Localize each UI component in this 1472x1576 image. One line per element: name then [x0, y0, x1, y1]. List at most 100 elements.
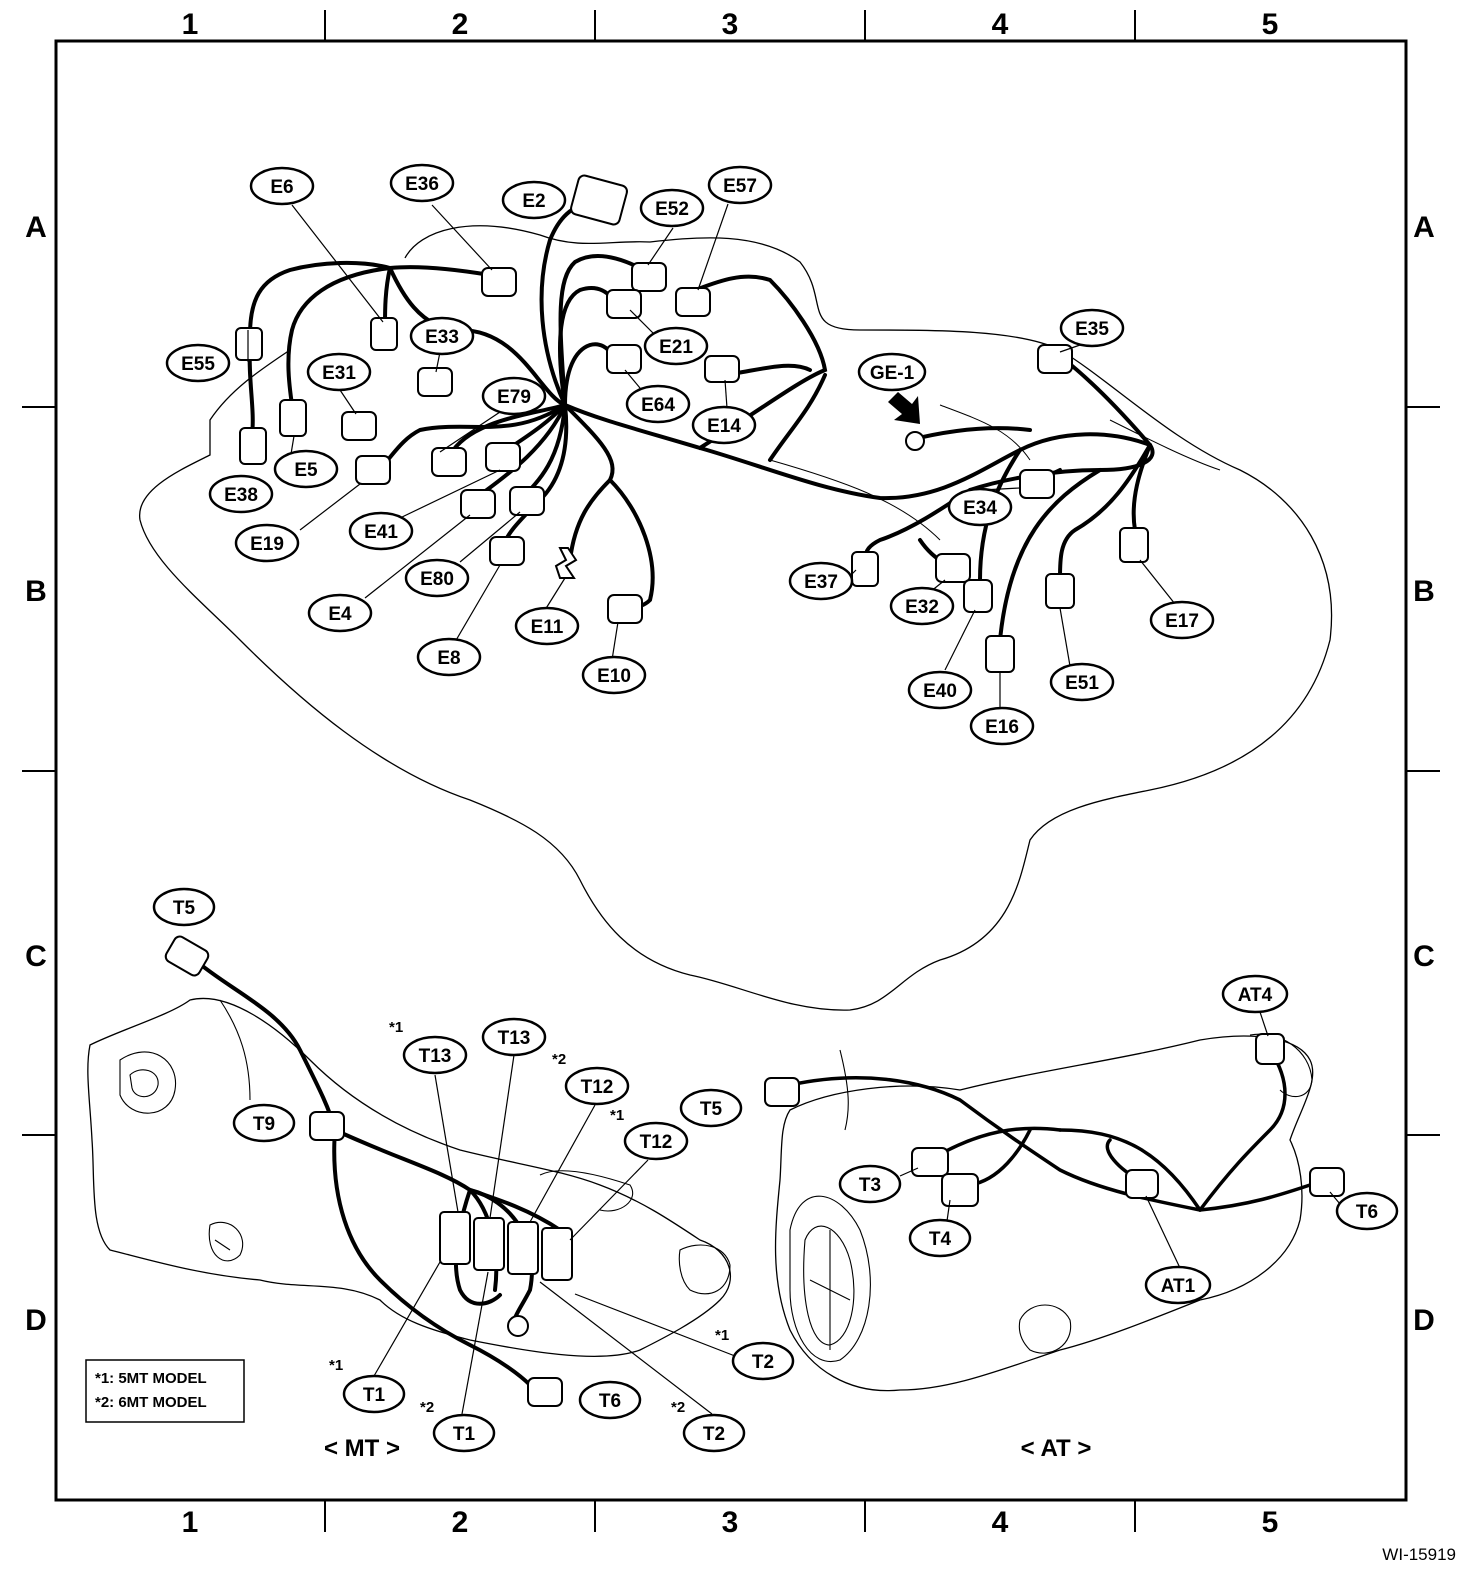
tag-e21-label: E21: [659, 337, 693, 358]
tag-e10-label: E10: [597, 666, 631, 687]
connector-e55-body: [235, 327, 263, 361]
connector-t6-at-body: [1309, 1167, 1345, 1197]
tag-e79-label: E79: [497, 387, 531, 408]
row-label-right: C: [1413, 940, 1435, 973]
connector-at1-body: [1125, 1169, 1159, 1199]
tag-t12-lower-label: T12: [640, 1132, 673, 1153]
tag-e36: E36: [389, 163, 455, 203]
tag-t1-left: T1: [342, 1374, 406, 1414]
engine-tags: E6 E36 E2 E52 E57 E55 E33 E31 E21 E79 E6…: [165, 163, 1215, 746]
at-details: [789, 1033, 1313, 1363]
tag-e51-label: E51: [1065, 673, 1099, 694]
col-label-top: 2: [452, 8, 469, 41]
connector-e10-body: [607, 594, 643, 624]
ge1-arrow: [888, 392, 920, 424]
note-t1-left: *1: [329, 1357, 343, 1374]
connector-e40-body: [963, 579, 993, 613]
tag-e14-label: E14: [707, 416, 741, 437]
tag-e19-label: E19: [250, 534, 284, 555]
tag-e38: E38: [208, 474, 274, 514]
tag-t1-lower-label: T1: [453, 1424, 476, 1445]
tag-t13-right: T13: [481, 1017, 547, 1057]
tag-e34: E34: [947, 487, 1013, 527]
tag-e40: E40: [907, 670, 973, 710]
connector-at4-body: [1255, 1033, 1285, 1065]
tag-e2-label: E2: [522, 191, 545, 212]
tag-e37: E37: [788, 561, 854, 601]
tag-t1-left-label: T1: [363, 1385, 386, 1406]
connector-block-2: [473, 1217, 505, 1271]
row-label-right: D: [1413, 1304, 1435, 1337]
col-label-bottom: 1: [182, 1506, 199, 1539]
tag-e40-label: E40: [923, 681, 957, 702]
tag-e52: E52: [639, 188, 705, 228]
connector-e64-body: [606, 344, 642, 374]
tag-e57-label: E57: [723, 176, 757, 197]
connector-e8-body: [489, 536, 525, 566]
note-t2-upper: *1: [715, 1327, 729, 1344]
tag-e36-label: E36: [405, 174, 439, 195]
tag-e80: E80: [404, 558, 470, 598]
connector-e80-body: [460, 489, 496, 519]
tag-e2: E2: [501, 180, 567, 220]
connector-e38-body: [239, 427, 267, 465]
note-t1-lower: *2: [420, 1399, 434, 1416]
tag-at4-label: AT4: [1238, 985, 1273, 1006]
connector-e6-body: [370, 317, 398, 351]
tag-e17-label: E17: [1165, 611, 1199, 632]
connector-t5-mt-body: [164, 935, 210, 977]
tag-e41: E41: [348, 511, 414, 551]
tag-e8-label: E8: [437, 648, 460, 669]
connector-e52-body: [631, 262, 667, 292]
mt-connector-bodies: [164, 935, 573, 1407]
caption-mt: < MT >: [324, 1435, 400, 1462]
tag-t13-right-label: T13: [498, 1028, 531, 1049]
row-label-right: B: [1413, 575, 1435, 608]
connector-t9-body: [309, 1111, 345, 1141]
tag-t12-top-label: T12: [581, 1077, 614, 1098]
connector-e4-body: [509, 486, 545, 516]
col-label-top: 1: [182, 8, 199, 41]
tag-e11-label: E11: [531, 617, 564, 638]
connector-e33-body: [417, 367, 453, 397]
col-label-bottom: 3: [722, 1506, 739, 1539]
tag-t1-lower: T1: [432, 1413, 496, 1453]
tag-t5-at: T5: [679, 1088, 743, 1128]
tag-e19: E19: [234, 523, 300, 563]
connector-e32-body: [935, 553, 971, 583]
tag-t4: T4: [908, 1218, 972, 1258]
connector-e19-body: [355, 455, 391, 485]
connector-e11-body: [554, 547, 578, 579]
tag-t6-mt: T6: [578, 1380, 642, 1420]
tag-ge1: GE-1: [857, 352, 927, 392]
tag-t13-left-label: T13: [419, 1046, 452, 1067]
note-t13-left: *1: [389, 1019, 403, 1036]
tag-at4: AT4: [1221, 974, 1289, 1014]
tag-t12-top: T12: [564, 1066, 630, 1106]
connector-e41-body: [431, 447, 467, 477]
asterisk-notes: *1 *2 *1 *1 *1 *2 *2: [329, 1019, 729, 1416]
at-connector-bodies: [764, 1033, 1345, 1207]
tag-t2-upper-label: T2: [752, 1352, 774, 1373]
tag-e5: E5: [273, 449, 339, 489]
engine-leader-lines: [247, 203, 1176, 710]
tag-e6-label: E6: [270, 177, 293, 198]
tag-t13-left: T13: [402, 1035, 468, 1075]
row-label-left: A: [25, 211, 47, 244]
row-label-right: A: [1413, 211, 1435, 244]
tag-e11: E11: [514, 606, 580, 646]
tag-e37-label: E37: [804, 572, 838, 593]
tag-e64: E64: [625, 384, 691, 424]
tag-t3-label: T3: [859, 1175, 881, 1196]
grid-ticks: [22, 10, 1440, 1532]
tag-e10: E10: [581, 655, 647, 695]
col-label-bottom: 5: [1262, 1506, 1279, 1539]
connector-e37-body: [851, 551, 879, 587]
ground-terminal-ge1: [905, 431, 925, 451]
connector-e2-body: [570, 174, 628, 226]
row-label-left: C: [25, 940, 47, 973]
tag-e51: E51: [1049, 662, 1115, 702]
tag-e57: E57: [707, 165, 773, 205]
connector-e57-body: [675, 287, 711, 317]
tag-e33: E33: [409, 316, 475, 356]
